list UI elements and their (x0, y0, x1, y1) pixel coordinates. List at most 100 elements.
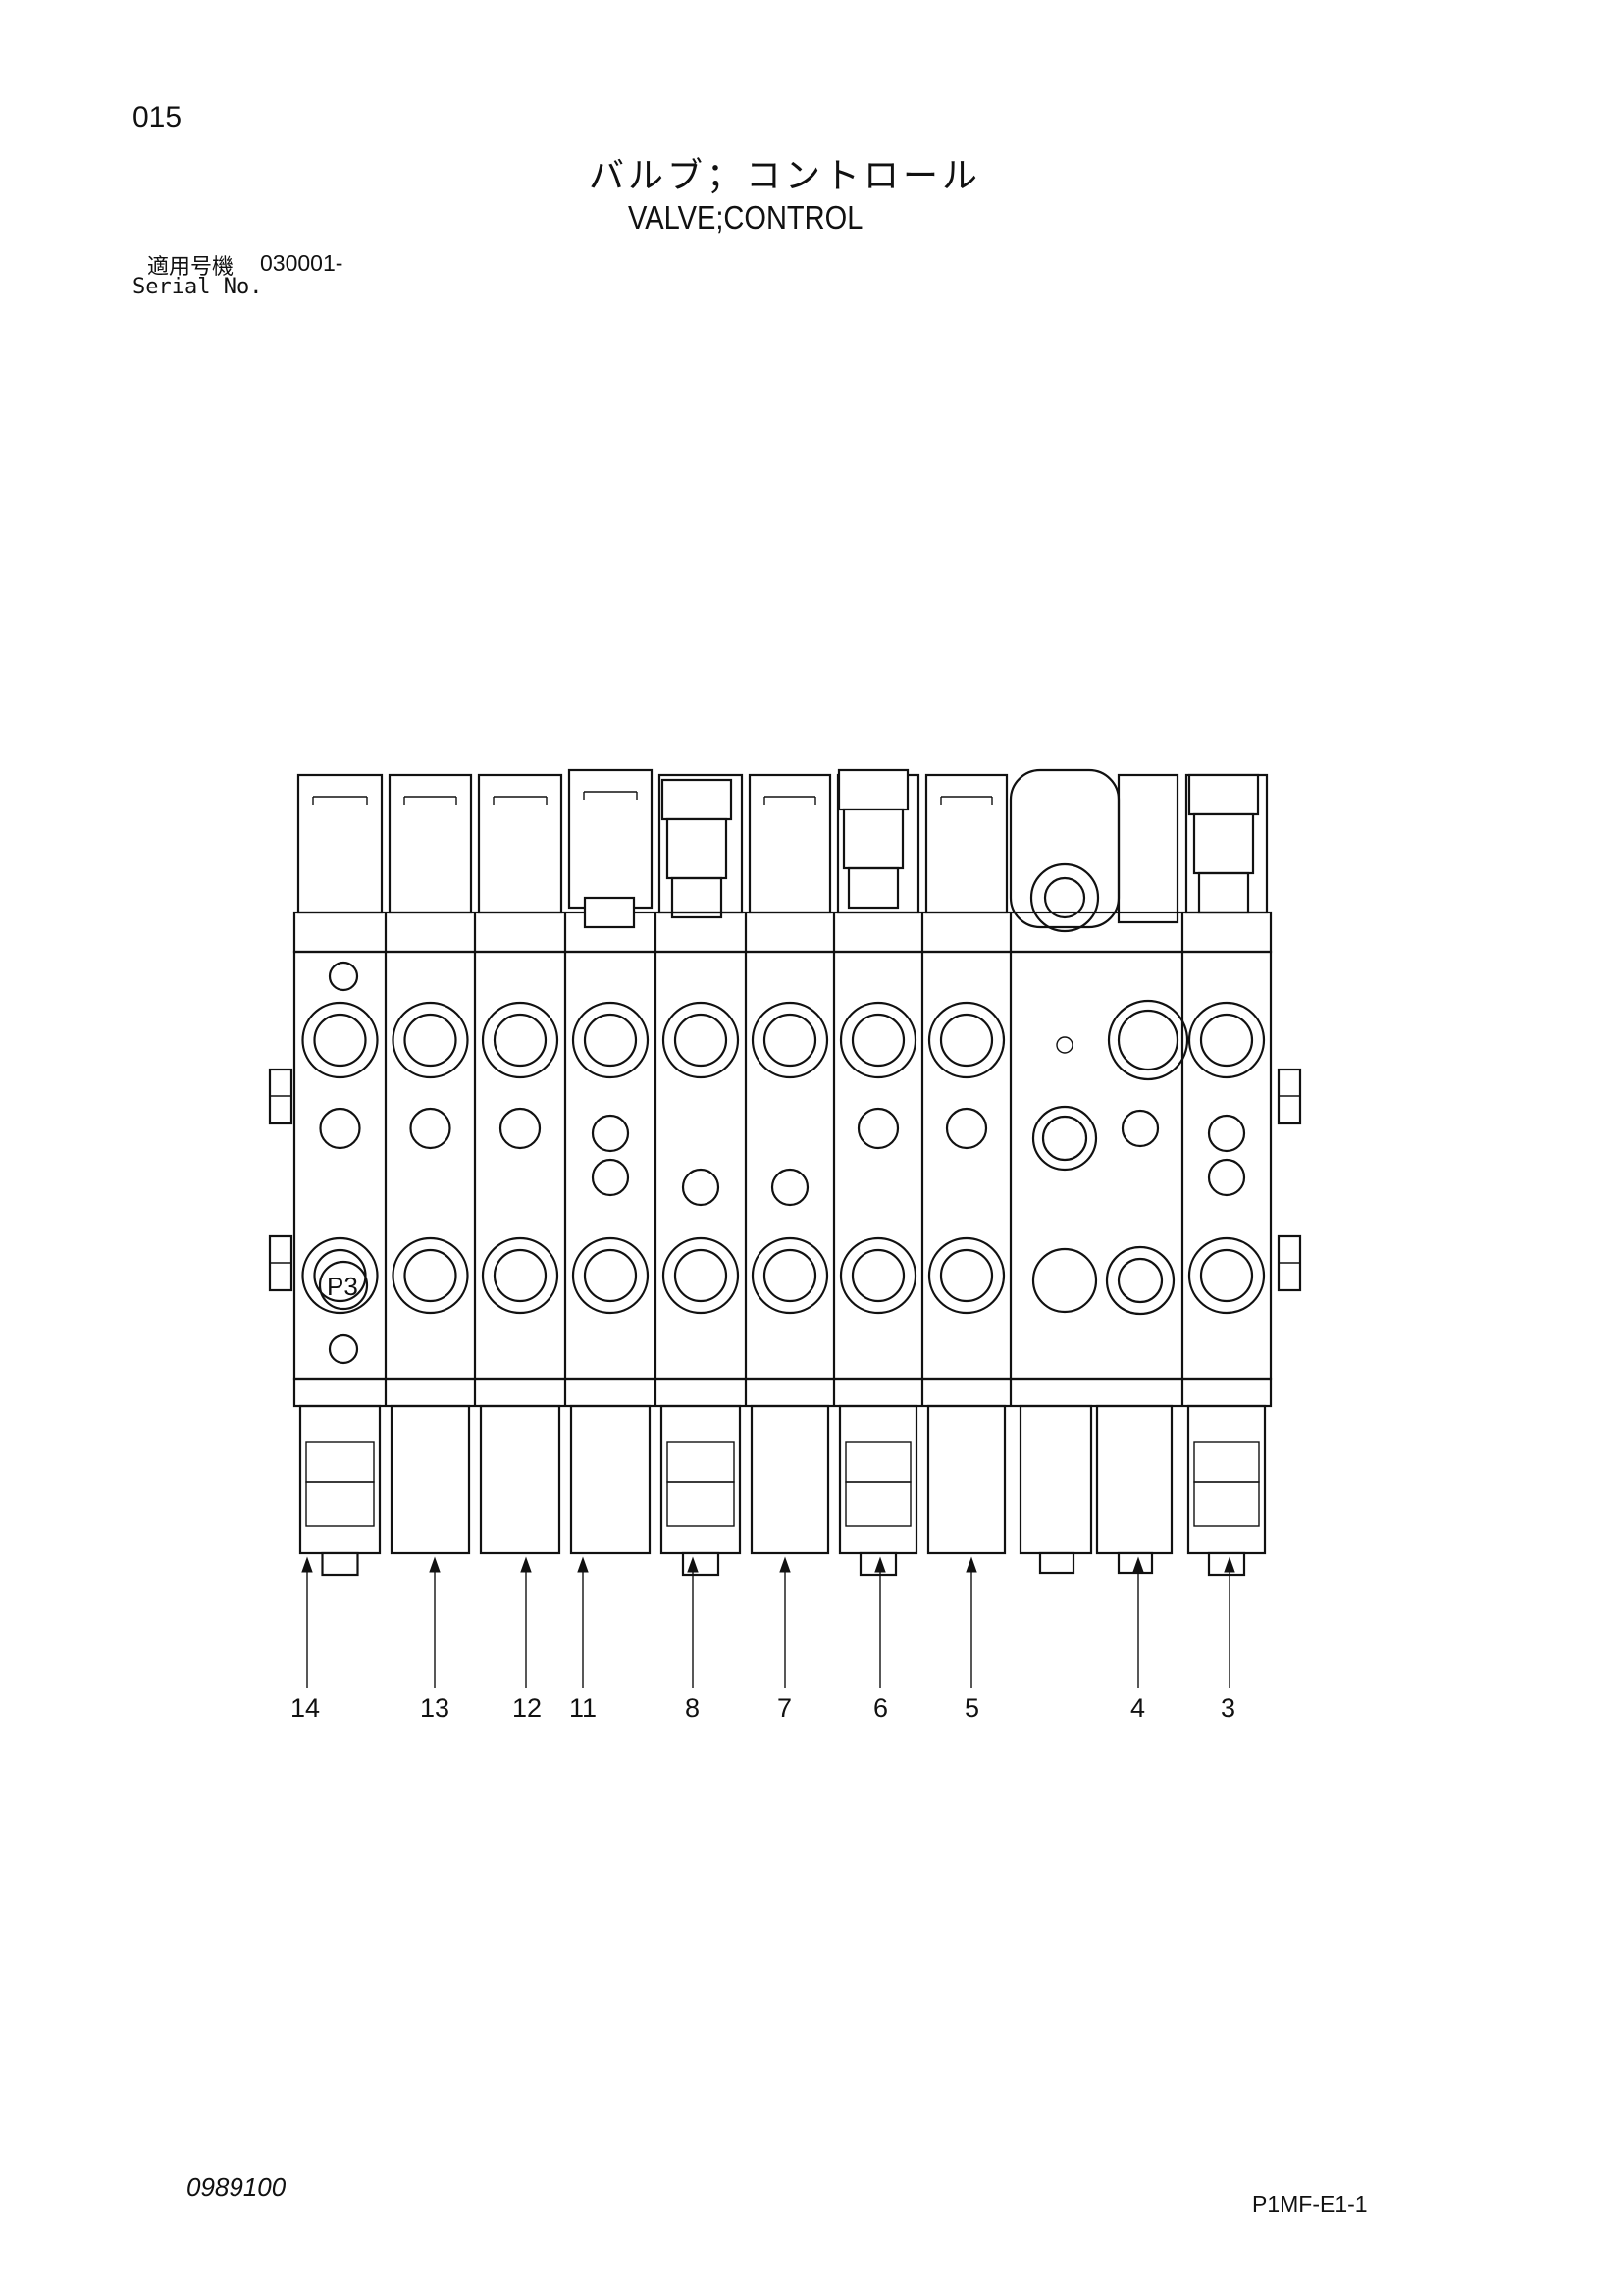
bottom-block (838, 1404, 918, 1555)
serial-label-japanese: 適用号機 (147, 255, 235, 280)
arrow-head (429, 1556, 441, 1573)
plug (498, 1107, 542, 1150)
small-port (328, 961, 359, 992)
port (1031, 1105, 1098, 1172)
hex-body (1192, 812, 1255, 875)
page-number: 015 (132, 101, 183, 133)
port (1187, 1001, 1266, 1079)
port (751, 1001, 829, 1079)
plug (681, 1168, 720, 1207)
plug (857, 1107, 900, 1150)
hex-nut (660, 778, 733, 821)
arrow-head (687, 1556, 699, 1573)
bottom-block (926, 1404, 1007, 1555)
cap-block (657, 773, 744, 914)
bottom-fitting (1019, 1404, 1093, 1555)
arrow-head (577, 1556, 589, 1573)
bottom-block (1186, 1404, 1267, 1555)
bottom-fitting (1095, 1404, 1174, 1555)
port (301, 1001, 379, 1079)
callout-label: 7 (777, 1694, 792, 1723)
page-code: P1MF-E1-1 (1252, 2191, 1368, 2217)
port (481, 1236, 559, 1315)
callout-group: 14 13 12 11 8 7 6 5 4 3 (290, 1556, 1235, 1723)
port (661, 1001, 740, 1079)
callout-label: 13 (420, 1694, 449, 1723)
cap-block (924, 773, 1009, 914)
bottom-nut (1207, 1551, 1246, 1577)
manifold-fitting (1009, 768, 1121, 929)
callout-label: 4 (1130, 1694, 1145, 1723)
plug (409, 1107, 451, 1150)
bottom-block (479, 1404, 561, 1555)
bottom-block (750, 1404, 830, 1555)
hex-body (665, 817, 728, 880)
arrow-head (1224, 1556, 1235, 1573)
port (571, 1001, 650, 1079)
small-port (328, 1333, 359, 1365)
title-japanese: バルブ；コントロール (589, 156, 982, 196)
callout-label: 3 (1221, 1694, 1235, 1723)
callout-label: 11 (569, 1694, 597, 1723)
bottom-block (298, 1404, 382, 1555)
bottom-nut (321, 1551, 359, 1577)
port (839, 1001, 917, 1079)
hex-nut (837, 768, 910, 811)
plug (591, 1114, 630, 1153)
cap-block (477, 773, 563, 914)
port (1105, 1245, 1176, 1316)
bottom-block (569, 1404, 652, 1555)
port (751, 1236, 829, 1315)
port (571, 1236, 650, 1315)
valve-assembly: P3 (268, 768, 1302, 1577)
port (1187, 1236, 1266, 1315)
cap-block (388, 773, 473, 914)
document-code: 0989100 (186, 2172, 287, 2202)
hex-body (842, 808, 905, 870)
callout-label: 6 (873, 1694, 888, 1723)
hex-nut (583, 896, 636, 929)
cap-block (567, 768, 654, 910)
serial-number-value: 030001- (260, 250, 343, 276)
p3-label: P3 (327, 1272, 358, 1301)
port (1031, 1247, 1098, 1314)
port (839, 1236, 917, 1315)
arrow-head (874, 1556, 886, 1573)
port (927, 1236, 1006, 1315)
plug (770, 1168, 810, 1207)
plug (1207, 1158, 1246, 1197)
plug (319, 1107, 361, 1150)
fitting-port (1029, 862, 1100, 933)
port (392, 1236, 469, 1315)
cap-block (748, 773, 832, 914)
callout-label: 14 (290, 1694, 320, 1723)
lower-plate (292, 1377, 1273, 1408)
callout-label: 5 (965, 1694, 979, 1723)
arrow-head (1132, 1556, 1144, 1573)
large-port (1107, 999, 1189, 1081)
serial-label-english: Serial No. (132, 275, 263, 299)
callout-label: 12 (512, 1694, 542, 1723)
port (661, 1236, 740, 1315)
upper-plate (292, 911, 1273, 954)
bottom-block (659, 1404, 742, 1555)
title-english: VALVE;CONTROL (628, 199, 864, 235)
hex-nut (1187, 773, 1260, 816)
cap-block (296, 773, 384, 914)
plug (945, 1107, 988, 1150)
arrow-head (520, 1556, 532, 1573)
arrow-head (779, 1556, 791, 1573)
plug (1207, 1114, 1246, 1153)
plug (1121, 1109, 1160, 1148)
port (392, 1001, 469, 1079)
cap-block (1117, 773, 1179, 924)
port (927, 1001, 1006, 1079)
p3-port (318, 1260, 369, 1311)
port (301, 1236, 379, 1315)
port (481, 1001, 559, 1079)
arrow-head (966, 1556, 977, 1573)
callout-label: 8 (685, 1694, 700, 1723)
arrow-head (301, 1556, 313, 1573)
bottom-block (390, 1404, 471, 1555)
